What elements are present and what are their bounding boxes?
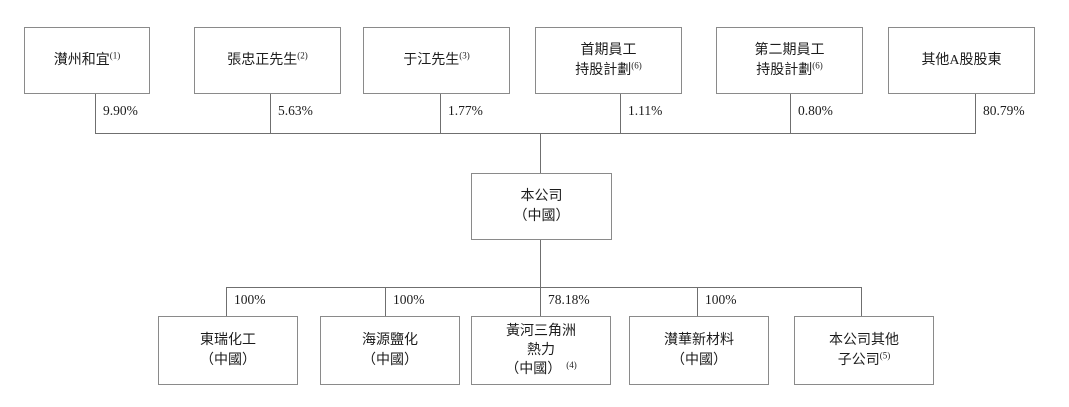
connector-drop-binzhou-heyi xyxy=(95,94,96,134)
subsidiary-box-binhua-new-materials-line-2: （中國） xyxy=(671,352,727,368)
percent-label-binhua-new-materials: 100% xyxy=(705,292,737,307)
shareholder-box-second-employee-share-plan-label: 第二期員工持股計劃(6) xyxy=(717,41,862,80)
shareholder-box-second-employee-share-plan-line-1: 第二期員工 xyxy=(754,43,825,59)
company-box-the-company-label: 本公司 （中國） xyxy=(472,187,611,226)
connector-company-down xyxy=(540,240,541,288)
shareholder-box-mr-zhang-zhongzheng-line-1: 張忠正先生(2) xyxy=(227,50,308,68)
company-box-the-company[interactable]: 本公司 （中國） xyxy=(471,173,612,240)
subsidiary-box-binhua-new-materials[interactable]: 濽華新材料 （中國） xyxy=(629,316,769,385)
shareholder-box-other-a-share-holders[interactable]: 其他A股股東 xyxy=(888,27,1035,94)
connector-drop-yellow-river-delta-thermal-power xyxy=(540,287,541,316)
company-box-the-company-line-2: （中國） xyxy=(513,208,570,224)
subsidiary-box-yellow-river-delta-thermal-power-line-3: （中國）(4) xyxy=(505,359,577,378)
connector-company-stem xyxy=(540,133,541,173)
subsidiary-box-haiyuan-salt-chemical-line-1: 海源鹽化 xyxy=(362,333,418,349)
shareholder-box-mr-yu-jiang-footnote: (3) xyxy=(459,50,470,61)
percent-label-first-employee-share-plan: 1.11% xyxy=(628,103,663,118)
percent-label-yellow-river-delta-thermal-power: 78.18% xyxy=(548,292,590,307)
subsidiary-box-yellow-river-delta-thermal-power[interactable]: 黃河三角洲熱力（中國）(4) xyxy=(471,316,611,385)
percent-label-mr-zhang-zhongzheng: 5.63% xyxy=(278,103,313,118)
subsidiary-box-other-subsidiaries-label: 本公司其他子公司(5) xyxy=(795,331,933,370)
connector-drop-other-a-share-holders xyxy=(975,94,976,134)
subsidiary-box-haiyuan-salt-chemical-label: 海源鹽化 （中國） xyxy=(321,331,459,370)
shareholder-box-binzhou-heyi-label: 濽州和宜(1) xyxy=(25,51,149,70)
shareholder-box-binzhou-heyi[interactable]: 濽州和宜(1) xyxy=(24,27,150,94)
subsidiary-box-binhua-new-materials-label: 濽華新材料 （中國） xyxy=(630,331,768,370)
subsidiary-box-haiyuan-salt-chemical[interactable]: 海源鹽化 （中國） xyxy=(320,316,460,385)
connector-drop-mr-yu-jiang xyxy=(440,94,441,134)
shareholder-box-first-employee-share-plan-label: 首期員工持股計劃(6) xyxy=(536,41,681,80)
shareholder-box-binzhou-heyi-line-1: 濽州和宜(1) xyxy=(53,50,121,68)
shareholder-box-binzhou-heyi-footnote: (1) xyxy=(109,50,121,61)
subsidiary-box-dongrui-chemical[interactable]: 東瑞化工 （中國） xyxy=(158,316,298,385)
subsidiary-box-other-subsidiaries-line-2: 子公司(5) xyxy=(837,349,891,368)
subsidiary-box-dongrui-chemical-line-2: （中國） xyxy=(200,352,256,368)
percent-label-mr-yu-jiang: 1.77% xyxy=(448,103,483,118)
percent-label-binzhou-heyi: 9.90% xyxy=(103,103,138,118)
percent-label-second-employee-share-plan: 0.80% xyxy=(798,103,833,118)
connector-drop-first-employee-share-plan xyxy=(620,94,621,134)
shareholder-box-mr-zhang-zhongzheng-label: 張忠正先生(2) xyxy=(195,51,340,70)
shareholder-box-mr-yu-jiang-label: 于江先生(3) xyxy=(364,51,509,70)
subsidiary-box-other-subsidiaries-footnote: (5) xyxy=(879,349,891,360)
connector-drop-second-employee-share-plan xyxy=(790,94,791,134)
connector-drop-dongrui-chemical xyxy=(226,287,227,316)
connector-bus-top xyxy=(95,133,975,134)
subsidiary-box-yellow-river-delta-thermal-power-line-2: 熱力 xyxy=(527,342,555,358)
percent-label-other-a-share-holders: 80.79% xyxy=(983,103,1025,118)
company-box-the-company-line-1: 本公司 xyxy=(520,189,563,205)
connector-drop-haiyuan-salt-chemical xyxy=(385,287,386,316)
subsidiary-box-dongrui-chemical-line-1: 東瑞化工 xyxy=(200,333,256,349)
subsidiary-box-yellow-river-delta-thermal-power-label: 黃河三角洲熱力（中國）(4) xyxy=(472,322,610,380)
shareholder-box-first-employee-share-plan[interactable]: 首期員工持股計劃(6) xyxy=(535,27,682,94)
connector-drop-other-subsidiaries xyxy=(861,287,862,316)
percent-label-dongrui-chemical: 100% xyxy=(234,292,266,307)
shareholder-box-mr-zhang-zhongzheng[interactable]: 張忠正先生(2) xyxy=(194,27,341,94)
shareholder-box-second-employee-share-plan-line-2: 持股計劃(6) xyxy=(756,59,823,78)
connector-bus-bottom xyxy=(226,287,861,288)
shareholder-box-first-employee-share-plan-footnote: (6) xyxy=(631,59,642,70)
shareholder-box-mr-yu-jiang[interactable]: 于江先生(3) xyxy=(363,27,510,94)
shareholder-box-mr-zhang-zhongzheng-footnote: (2) xyxy=(297,50,308,61)
subsidiary-box-other-subsidiaries[interactable]: 本公司其他子公司(5) xyxy=(794,316,934,385)
shareholder-box-first-employee-share-plan-line-1: 首期員工 xyxy=(580,43,637,59)
percent-label-haiyuan-salt-chemical: 100% xyxy=(393,292,425,307)
subsidiary-box-other-subsidiaries-line-1: 本公司其他 xyxy=(829,333,899,349)
subsidiary-box-yellow-river-delta-thermal-power-line-1: 黃河三角洲 xyxy=(506,323,576,339)
shareholder-box-first-employee-share-plan-line-2: 持股計劃(6) xyxy=(575,59,642,78)
shareholder-box-other-a-share-holders-label: 其他A股股東 xyxy=(889,51,1034,70)
shareholder-box-second-employee-share-plan-footnote: (6) xyxy=(812,59,823,70)
subsidiary-box-binhua-new-materials-line-1: 濽華新材料 xyxy=(664,333,734,349)
shareholder-box-mr-yu-jiang-line-1: 于江先生(3) xyxy=(403,50,470,68)
shareholder-box-other-a-share-holders-line-1: 其他A股股東 xyxy=(921,52,1002,68)
shareholder-box-second-employee-share-plan[interactable]: 第二期員工持股計劃(6) xyxy=(716,27,863,94)
subsidiary-box-dongrui-chemical-label: 東瑞化工 （中國） xyxy=(159,331,297,370)
subsidiary-box-haiyuan-salt-chemical-line-2: （中國） xyxy=(362,352,418,368)
connector-drop-binhua-new-materials xyxy=(697,287,698,316)
subsidiary-box-yellow-river-delta-thermal-power-footnote: (4) xyxy=(566,359,577,370)
connector-drop-mr-zhang-zhongzheng xyxy=(270,94,271,134)
